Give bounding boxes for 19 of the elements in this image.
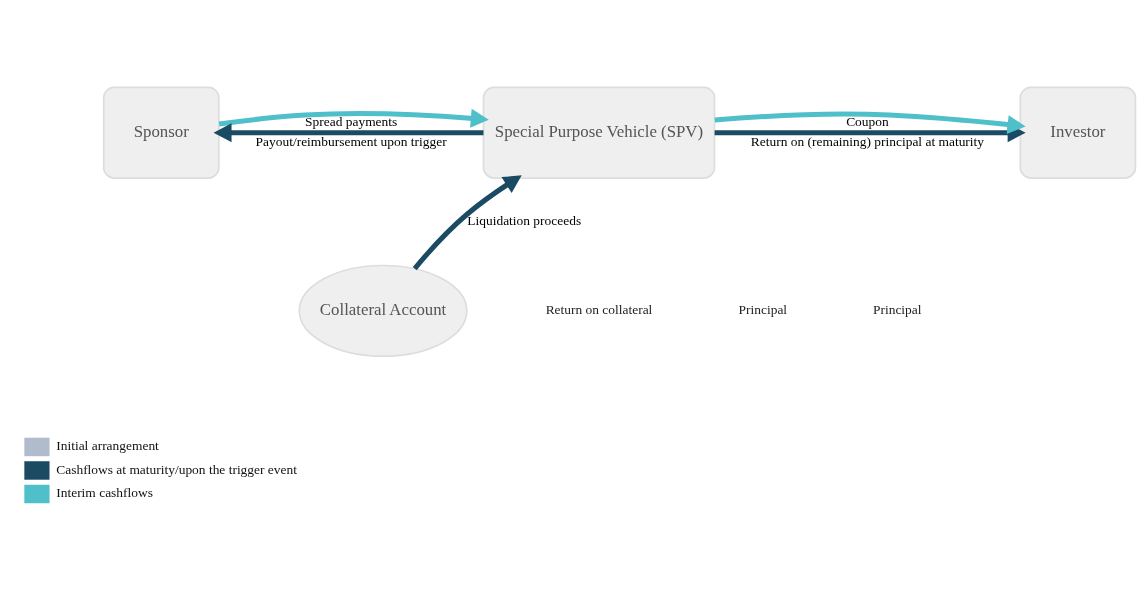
legend-label: Initial arrangement (56, 438, 159, 454)
node-box: Investor (1019, 86, 1137, 179)
edge-label: Payout/reimbursement upon trigger (255, 134, 447, 149)
label: Return on collateral (545, 302, 653, 318)
node-box: Special Purpose Vehicle (SPV) (482, 86, 716, 179)
edge-label: Return on (remaining) principal at maturity (750, 134, 985, 149)
label: Principal (738, 302, 788, 318)
edge-label: Spread payments (305, 113, 398, 129)
arrow (213, 123, 484, 143)
arrow (218, 108, 489, 128)
legend-label: Interim cashflows (56, 485, 153, 501)
node-ellipse: Collateral Account (298, 264, 468, 358)
label: Principal (872, 302, 922, 318)
node-box: Sponsor (102, 86, 220, 179)
edge-label: Coupon (846, 113, 889, 129)
legend-label: Cashflows at maturity/upon the trigger event (56, 461, 297, 477)
arrow (412, 175, 522, 271)
arrow (714, 111, 1026, 134)
edge-label: Liquidation proceeds (467, 212, 582, 228)
